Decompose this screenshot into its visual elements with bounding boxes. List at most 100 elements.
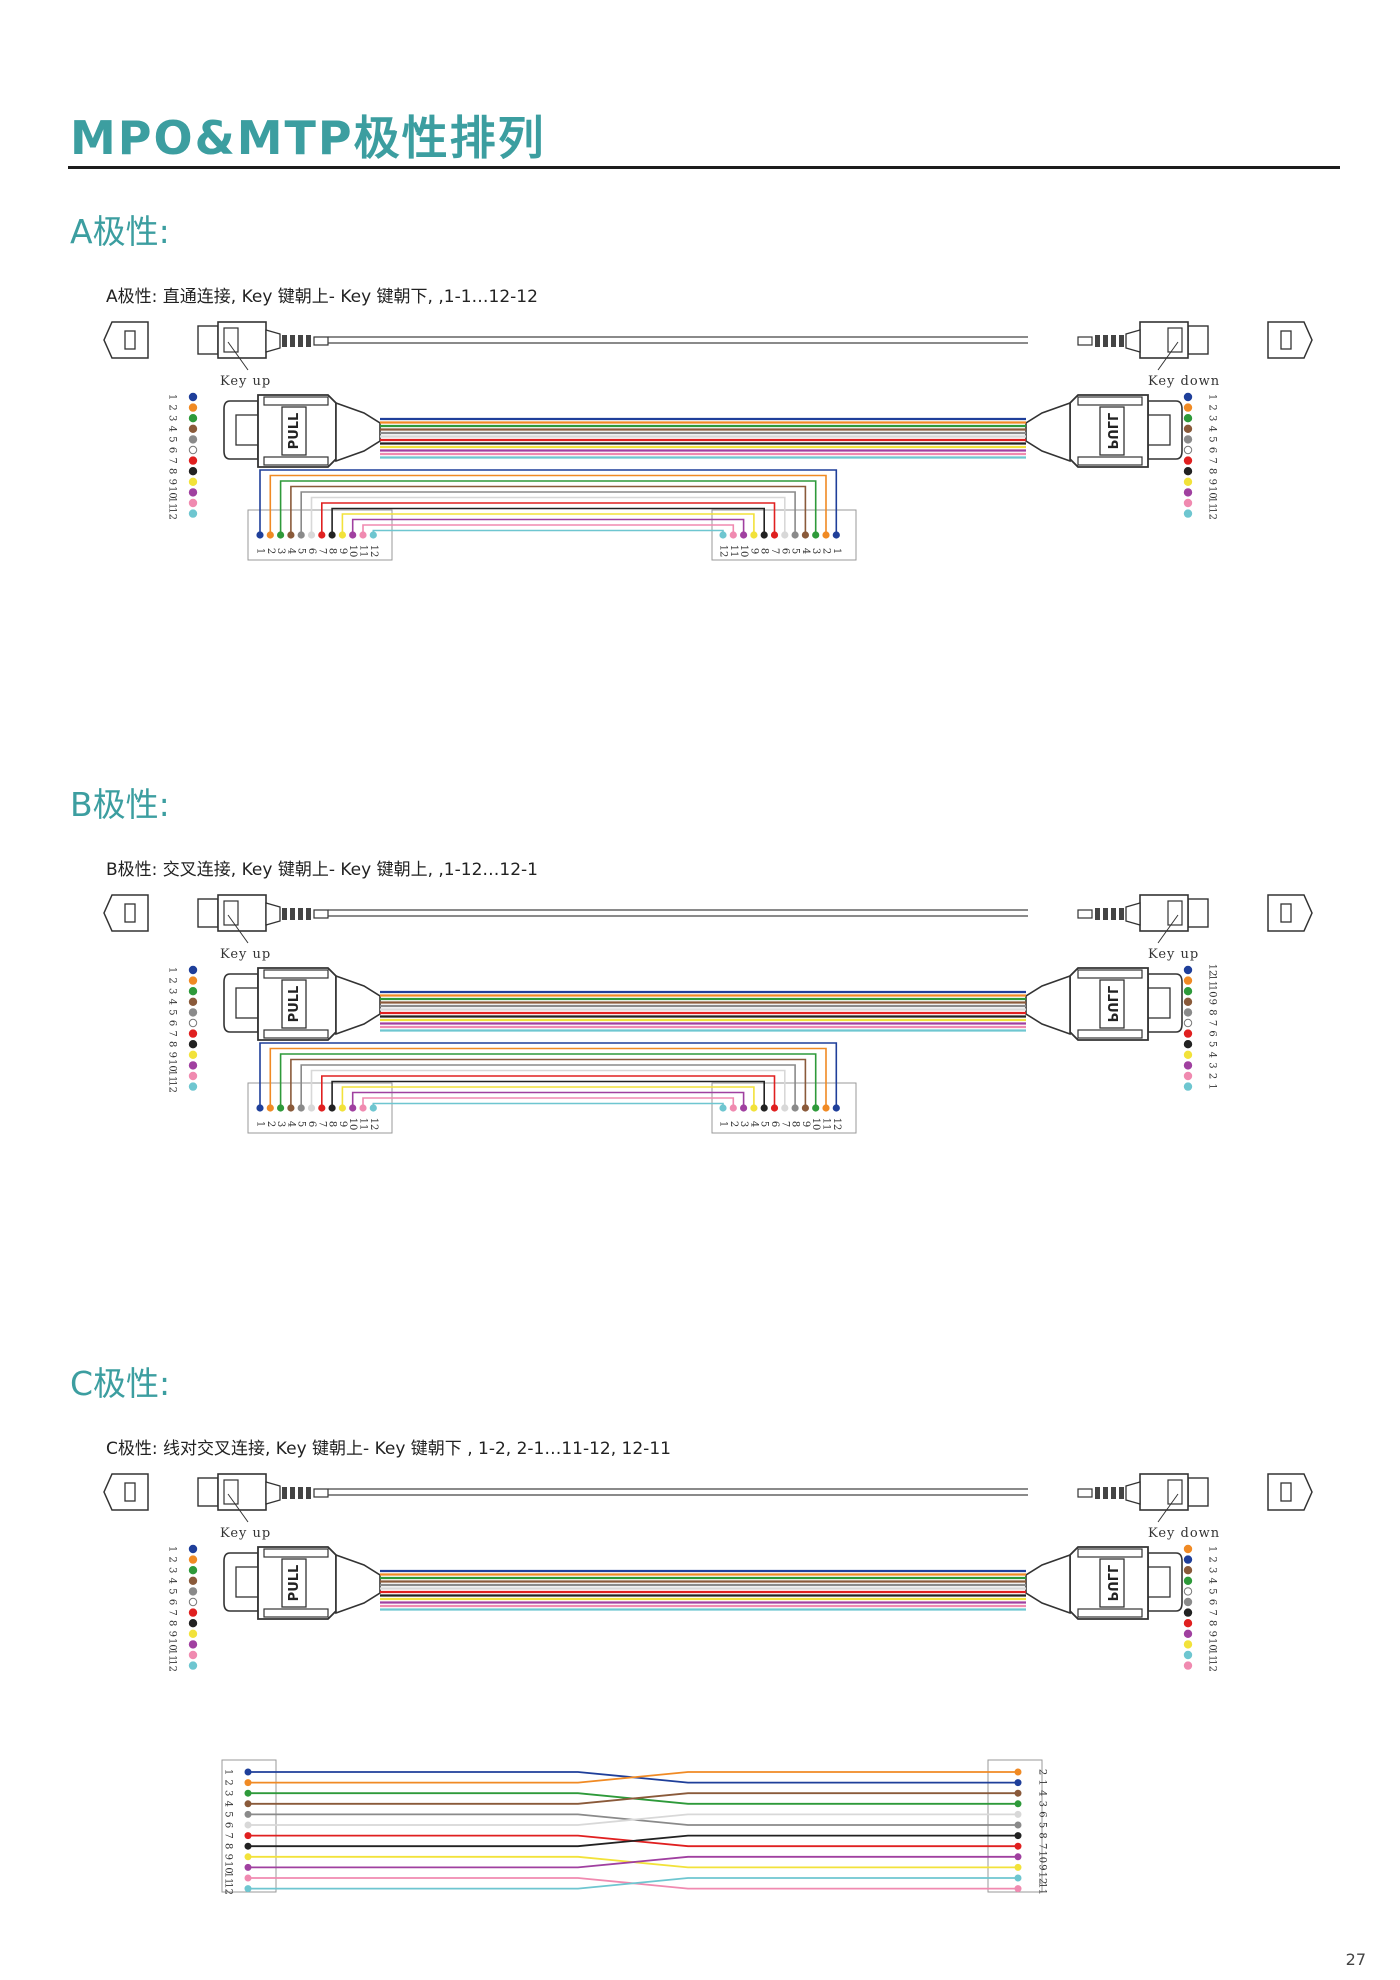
fiber-number: 3 bbox=[167, 415, 178, 421]
fiber-number: 5 bbox=[167, 436, 178, 442]
wire-endpoint-right bbox=[791, 1104, 799, 1112]
fiber-dot bbox=[1183, 1640, 1193, 1649]
plug-latch bbox=[1167, 327, 1183, 353]
wire bbox=[269, 474, 827, 535]
fiber-dot bbox=[188, 1029, 198, 1038]
fiber-dot bbox=[188, 392, 198, 402]
fiber-number: 9 bbox=[167, 1052, 178, 1058]
fiber-number: 10 bbox=[1207, 486, 1218, 499]
fiber-dot bbox=[188, 445, 198, 455]
wire-number-left: 11 bbox=[358, 545, 369, 558]
fiber-dot bbox=[188, 1640, 198, 1649]
wire-number-right: 12 bbox=[718, 545, 729, 558]
wire-number-left: 5 bbox=[296, 1121, 307, 1127]
connector-ridge-top bbox=[1077, 1548, 1143, 1558]
fiber-dot bbox=[1183, 1029, 1193, 1038]
wire-number-right: 9 bbox=[1037, 1864, 1048, 1870]
wire-number-right: 11 bbox=[728, 545, 739, 558]
fiber-number: 6 bbox=[1207, 1030, 1218, 1036]
fiber-dot bbox=[188, 1608, 198, 1617]
wire-number-left: 10 bbox=[347, 1118, 358, 1131]
wire-endpoint-right bbox=[801, 531, 810, 539]
fiber-number: 2 bbox=[1207, 1073, 1218, 1079]
connector-ridge-bottom bbox=[263, 1608, 329, 1618]
fiber-number: 10 bbox=[167, 1059, 178, 1072]
fiber-number: 6 bbox=[167, 1020, 178, 1026]
wire-endpoint-right bbox=[1014, 1885, 1022, 1893]
plug-neck bbox=[1077, 909, 1093, 919]
fiber-number: 8 bbox=[167, 468, 178, 474]
fiber-number: 3 bbox=[1207, 415, 1218, 421]
key-leader bbox=[1157, 341, 1179, 371]
plug-ferrule bbox=[197, 1477, 219, 1507]
plug-neck bbox=[1077, 336, 1093, 346]
wire-endpoint-left bbox=[318, 1104, 326, 1112]
wire-endpoint-left bbox=[244, 1789, 252, 1797]
wire-number-left: 5 bbox=[223, 1811, 234, 1817]
fiber-dot bbox=[1183, 1544, 1193, 1554]
fiber-number: 5 bbox=[1207, 1588, 1218, 1594]
wire bbox=[248, 1792, 1018, 1805]
fiber-number: 5 bbox=[1207, 1041, 1218, 1047]
wire-endpoint-right bbox=[760, 1104, 768, 1112]
fiber-dot bbox=[1183, 1082, 1193, 1091]
key-label-right: Key down bbox=[1148, 374, 1220, 389]
fiber-dot bbox=[188, 1629, 198, 1639]
fiber-ribbon bbox=[380, 1569, 1026, 1611]
fiber-number: 12 bbox=[1207, 507, 1218, 520]
connector-ridge-top bbox=[263, 396, 329, 406]
fiber-number: 7 bbox=[1207, 1020, 1218, 1026]
fiber-dot bbox=[1183, 1018, 1193, 1028]
fiber-number: 2 bbox=[167, 977, 178, 983]
pull-tab bbox=[281, 1558, 307, 1608]
fiber-number: 9 bbox=[1207, 1631, 1218, 1637]
boot-rib bbox=[1111, 908, 1116, 920]
wire-endpoint-right bbox=[750, 1104, 758, 1112]
wire-number-right: 10 bbox=[1037, 1850, 1048, 1863]
fiber-number: 10 bbox=[1207, 1638, 1218, 1651]
wire-endpoint-left bbox=[297, 1104, 305, 1112]
boot-rib bbox=[306, 1487, 311, 1499]
fiber-dot bbox=[1183, 1650, 1193, 1660]
fiber-number: 4 bbox=[1207, 426, 1218, 432]
fiber-dot bbox=[1183, 1619, 1193, 1628]
wire-number-right: 10 bbox=[810, 1118, 821, 1131]
wire-number-right: 6 bbox=[769, 1121, 780, 1127]
fiber-dot bbox=[188, 435, 198, 444]
wire-number-left: 8 bbox=[223, 1843, 234, 1849]
connector-plug-icon bbox=[1077, 1473, 1209, 1511]
fiber-number: 8 bbox=[167, 1620, 178, 1626]
connector-boot bbox=[335, 1553, 381, 1615]
boot-rib bbox=[1111, 1487, 1116, 1499]
wire bbox=[351, 518, 745, 535]
key-leader bbox=[227, 341, 249, 371]
wire-number-right: 10 bbox=[738, 545, 749, 558]
fiber-dot bbox=[188, 403, 198, 412]
diagram-caption: A极性: 直通连接, Key 键朝上- Key 键朝下, ,1-1…12-12 bbox=[106, 287, 538, 307]
fiber-number: 3 bbox=[167, 1567, 178, 1573]
connector-boot bbox=[335, 401, 381, 463]
wire-number-right: 8 bbox=[790, 1121, 801, 1127]
wire bbox=[259, 469, 838, 535]
wire-number-right: 6 bbox=[1037, 1811, 1048, 1817]
plug-boot bbox=[265, 329, 281, 353]
boot-rib bbox=[1111, 335, 1116, 347]
fiber-number: 3 bbox=[167, 988, 178, 994]
wire bbox=[310, 496, 786, 535]
fiber-number: 10 bbox=[1207, 985, 1218, 998]
wire bbox=[300, 491, 796, 535]
wire-number-right: 9 bbox=[800, 1121, 811, 1127]
wire-endpoint-right bbox=[812, 531, 820, 539]
fiber-number: 8 bbox=[1207, 1620, 1218, 1626]
wire-endpoint-right bbox=[1014, 1810, 1022, 1818]
fiber-dot bbox=[1183, 965, 1193, 975]
wire-number-left: 6 bbox=[306, 548, 317, 554]
adapter-icon bbox=[1267, 1473, 1313, 1511]
fiber-dot bbox=[1183, 1629, 1193, 1639]
plug-boot bbox=[265, 1481, 281, 1505]
fiber-dot bbox=[1183, 1661, 1193, 1670]
section-heading-b: B极性: bbox=[70, 785, 170, 824]
